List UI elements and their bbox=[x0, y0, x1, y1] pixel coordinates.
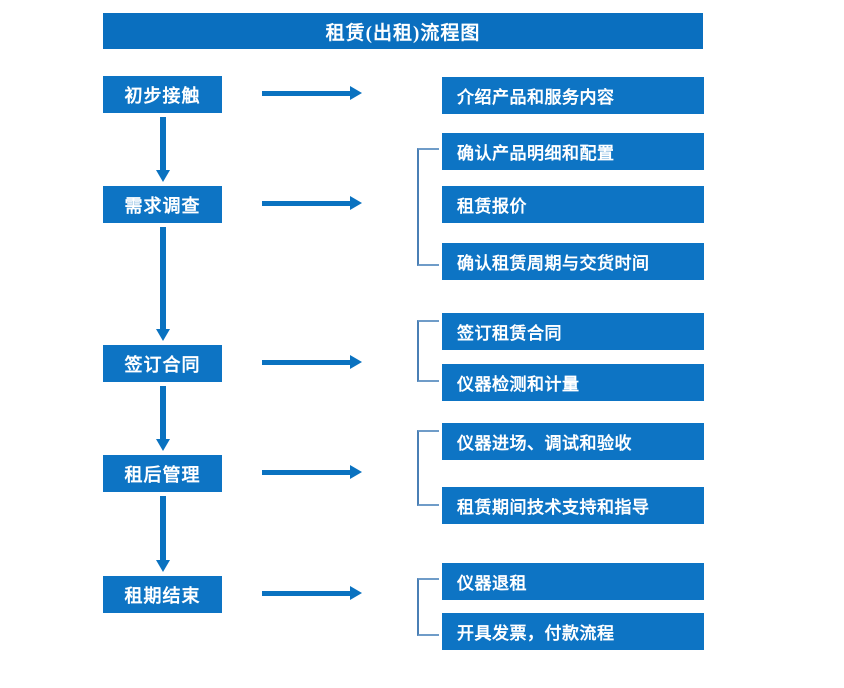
vertical-arrow-1-to-2 bbox=[156, 117, 170, 182]
detail-label: 仪器检测和计量 bbox=[457, 375, 580, 394]
detail-box-5-1[interactable]: 仪器退租 bbox=[442, 563, 704, 600]
detail-label: 确认产品明细和配置 bbox=[457, 144, 615, 163]
stage-label: 签订合同 bbox=[124, 354, 201, 375]
horizontal-arrow-4 bbox=[262, 465, 362, 479]
stage-box-3[interactable]: 签订合同 bbox=[103, 345, 222, 382]
stage-label: 租期结束 bbox=[124, 585, 201, 606]
detail-box-3-2[interactable]: 仪器检测和计量 bbox=[442, 364, 704, 401]
arrow-shaft bbox=[160, 117, 166, 170]
arrow-head-icon bbox=[156, 170, 170, 182]
detail-box-2-1[interactable]: 确认产品明细和配置 bbox=[442, 133, 704, 170]
arrow-head-icon bbox=[156, 329, 170, 341]
detail-box-4-1[interactable]: 仪器进场、调试和验收 bbox=[442, 423, 704, 460]
arrow-shaft bbox=[262, 91, 350, 96]
arrow-head-icon bbox=[350, 355, 362, 369]
page-title: 租赁(出租)流程图 bbox=[325, 22, 481, 44]
horizontal-arrow-2 bbox=[262, 196, 362, 210]
arrow-shaft bbox=[262, 360, 350, 365]
stage-box-4[interactable]: 租后管理 bbox=[103, 455, 222, 492]
group-bracket-4 bbox=[417, 430, 439, 506]
stage-box-5[interactable]: 租期结束 bbox=[103, 576, 222, 613]
stage-box-2[interactable]: 需求调查 bbox=[103, 186, 222, 223]
arrow-shaft bbox=[160, 496, 166, 560]
stage-label: 需求调查 bbox=[124, 195, 201, 216]
group-bracket-5 bbox=[417, 578, 439, 636]
detail-label: 介绍产品和服务内容 bbox=[457, 88, 615, 107]
detail-box-5-2[interactable]: 开具发票，付款流程 bbox=[442, 613, 704, 650]
detail-label: 确认租赁周期与交货时间 bbox=[457, 254, 650, 273]
detail-label: 仪器退租 bbox=[457, 574, 527, 593]
vertical-arrow-4-to-5 bbox=[156, 496, 170, 572]
stage-label: 租后管理 bbox=[124, 464, 201, 485]
arrow-head-icon bbox=[350, 586, 362, 600]
detail-label: 签订租赁合同 bbox=[457, 324, 562, 343]
detail-label: 租赁报价 bbox=[457, 197, 527, 216]
flowchart-title-bar: 租赁(出租)流程图 bbox=[103, 13, 703, 49]
arrow-shaft bbox=[262, 591, 350, 596]
detail-label: 开具发票，付款流程 bbox=[457, 624, 615, 643]
arrow-head-icon bbox=[350, 196, 362, 210]
horizontal-arrow-3 bbox=[262, 355, 362, 369]
vertical-arrow-2-to-3 bbox=[156, 227, 170, 341]
arrow-head-icon bbox=[156, 439, 170, 451]
horizontal-arrow-5 bbox=[262, 586, 362, 600]
detail-box-2-3[interactable]: 确认租赁周期与交货时间 bbox=[442, 243, 704, 280]
detail-label: 租赁期间技术支持和指导 bbox=[457, 498, 650, 517]
arrow-shaft bbox=[262, 201, 350, 206]
horizontal-arrow-1 bbox=[262, 86, 362, 100]
vertical-arrow-3-to-4 bbox=[156, 386, 170, 451]
detail-box-2-2[interactable]: 租赁报价 bbox=[442, 186, 704, 223]
group-bracket-3 bbox=[417, 320, 439, 382]
detail-box-3-1[interactable]: 签订租赁合同 bbox=[442, 313, 704, 350]
arrow-head-icon bbox=[350, 465, 362, 479]
detail-box-4-2[interactable]: 租赁期间技术支持和指导 bbox=[442, 487, 704, 524]
detail-label: 仪器进场、调试和验收 bbox=[457, 434, 632, 453]
arrow-shaft bbox=[160, 227, 166, 329]
detail-box-1-1[interactable]: 介绍产品和服务内容 bbox=[442, 77, 704, 114]
group-bracket-2 bbox=[417, 148, 439, 266]
stage-box-1[interactable]: 初步接触 bbox=[103, 76, 222, 113]
arrow-head-icon bbox=[156, 560, 170, 572]
stage-label: 初步接触 bbox=[124, 85, 201, 106]
arrow-shaft bbox=[160, 386, 166, 439]
arrow-head-icon bbox=[350, 86, 362, 100]
arrow-shaft bbox=[262, 470, 350, 475]
